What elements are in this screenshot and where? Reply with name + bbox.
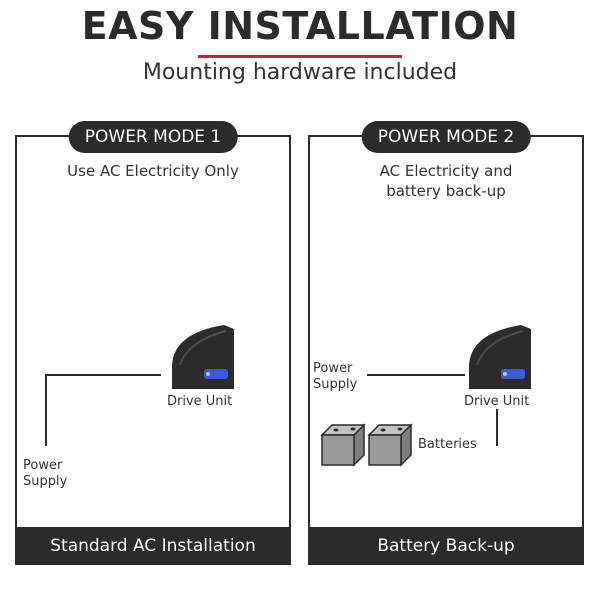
page-subtitle: Mounting hardware included xyxy=(142,60,458,85)
power-supply-label: Power Supply xyxy=(23,458,67,490)
power-mode-1-panel: POWER MODE 1 Use AC Electricity Only Dri… xyxy=(15,121,291,565)
battery-icon xyxy=(367,423,413,467)
power-cable-horizontal xyxy=(45,374,161,376)
power-mode-1-tag: POWER MODE 1 xyxy=(68,121,238,153)
page-title: EASY INSTALLATION xyxy=(81,4,519,48)
power-mode-2-description-line: AC Electricity and xyxy=(379,162,513,180)
power-mode-1-description-line: Use AC Electricity Only xyxy=(67,162,239,180)
power-supply-label-line: Power xyxy=(313,361,353,376)
power-supply-label-line: Power xyxy=(23,458,63,473)
drive-unit-icon xyxy=(172,325,234,389)
drive-unit-icon xyxy=(469,325,531,389)
power-cable-vertical xyxy=(45,374,47,446)
power-supply-label-line: Supply xyxy=(23,474,68,489)
battery-icon xyxy=(320,423,366,467)
power-mode-2-panel: POWER MODE 2 AC Electricity and battery … xyxy=(308,121,584,565)
power-mode-2-description-line: battery back-up xyxy=(386,182,506,200)
power-mode-1-footer: Standard AC Installation xyxy=(15,527,291,565)
power-mode-2-footer: Battery Back-up xyxy=(308,527,584,565)
battery-cable-vertical xyxy=(496,409,498,446)
title-underline xyxy=(198,55,402,58)
drive-unit-label: Drive Unit xyxy=(167,394,233,409)
batteries-label: Batteries xyxy=(418,437,477,452)
drive-unit-label: Drive Unit xyxy=(464,394,530,409)
power-supply-label: Power Supply xyxy=(313,361,357,393)
power-supply-label-line: Supply xyxy=(313,377,358,392)
power-mode-2-description: AC Electricity and battery back-up xyxy=(310,161,582,201)
power-mode-2-tag: POWER MODE 2 xyxy=(361,121,531,153)
power-mode-1-description: Use AC Electricity Only xyxy=(17,161,289,181)
power-cable-horizontal xyxy=(367,374,465,376)
